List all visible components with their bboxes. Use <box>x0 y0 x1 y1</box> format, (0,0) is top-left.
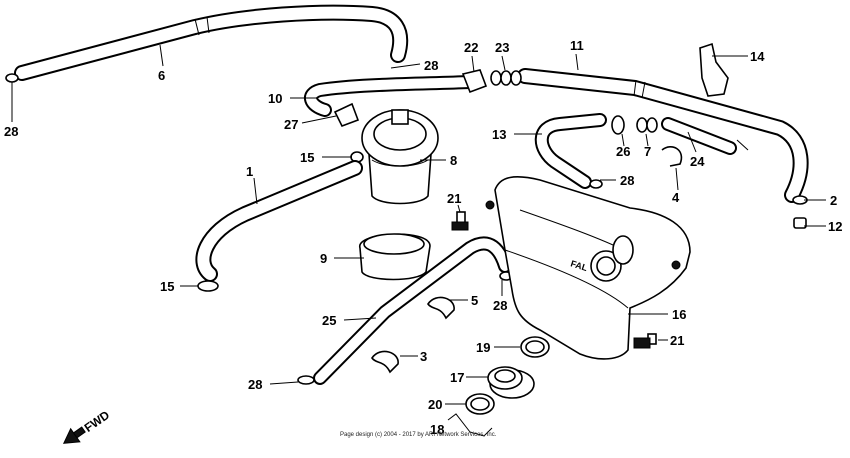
callout-5: 5 <box>471 293 478 308</box>
clamp-28-left <box>5 73 19 83</box>
clamp-28-hose25 <box>297 375 315 385</box>
clamp-27 <box>333 102 360 128</box>
leader-lines <box>11 44 826 405</box>
callout-6: 6 <box>158 68 165 83</box>
callout-28: 28 <box>620 173 634 188</box>
clamp-3 <box>371 350 399 374</box>
callout-23: 23 <box>495 40 509 55</box>
fuel-tank-16 <box>485 176 691 360</box>
joint-23 <box>490 70 522 86</box>
callout-15: 15 <box>300 150 314 165</box>
hose-1 <box>195 160 363 282</box>
callout-25: 25 <box>322 313 336 328</box>
callout-7: 7 <box>644 144 651 159</box>
copyright-text: Page design (c) 2004 - 2017 by ARI Netwo… <box>340 432 497 438</box>
callout-24: 24 <box>690 154 705 169</box>
callout-4: 4 <box>672 190 680 205</box>
hose-6 <box>14 4 409 81</box>
bolt-21-lower <box>633 333 657 349</box>
callout-11: 11 <box>570 38 584 53</box>
clamp-28-tank <box>589 179 603 189</box>
callout-16: 16 <box>672 307 686 322</box>
callout-3: 3 <box>420 349 427 364</box>
band-15-lower <box>197 280 219 292</box>
callout-10: 10 <box>268 91 282 106</box>
callout-26: 26 <box>616 144 630 159</box>
callout-21: 21 <box>447 191 461 206</box>
fwd-arrow: FWD <box>62 408 113 444</box>
callout-numbers: 28 6 28 10 27 22 23 11 14 13 26 7 24 4 2… <box>4 38 842 437</box>
hose-13 <box>534 113 607 189</box>
clamp-5 <box>427 296 455 320</box>
callout-20: 20 <box>428 397 442 412</box>
bracket-14 <box>699 42 729 97</box>
callout-27: 27 <box>284 117 298 132</box>
hose-11 <box>517 68 809 203</box>
callout-15: 15 <box>160 279 174 294</box>
hose-25 <box>313 236 512 385</box>
callout-9: 9 <box>320 251 327 266</box>
clamp-4 <box>661 146 683 167</box>
callout-19: 19 <box>476 340 490 355</box>
band-9 <box>359 233 431 281</box>
callout-28: 28 <box>424 58 438 73</box>
callout-1: 1 <box>246 164 253 179</box>
callout-8: 8 <box>450 153 457 168</box>
callout-14: 14 <box>750 49 765 64</box>
callout-28: 28 <box>4 124 18 139</box>
callout-18: 18 <box>430 422 444 437</box>
air-chamber-8 <box>361 109 439 205</box>
gasket-19 <box>520 336 550 358</box>
hose-24 <box>661 117 737 155</box>
gasket-20 <box>465 393 495 415</box>
callout-13: 13 <box>492 127 506 142</box>
callout-28: 28 <box>248 377 262 392</box>
bolt-12 <box>793 217 807 229</box>
callout-17: 17 <box>450 370 464 385</box>
strap-18 <box>447 413 493 437</box>
joint-26-7 <box>611 115 658 135</box>
fwd-label: FWD <box>82 408 113 435</box>
callout-12: 12 <box>828 219 842 234</box>
bolt-21-upper <box>451 211 469 231</box>
callout-28: 28 <box>493 298 507 313</box>
hose-10 <box>304 75 477 117</box>
fuel-cap-17 <box>487 366 535 399</box>
callout-21: 21 <box>670 333 684 348</box>
callout-2: 2 <box>830 193 837 208</box>
callout-22: 22 <box>464 40 478 55</box>
